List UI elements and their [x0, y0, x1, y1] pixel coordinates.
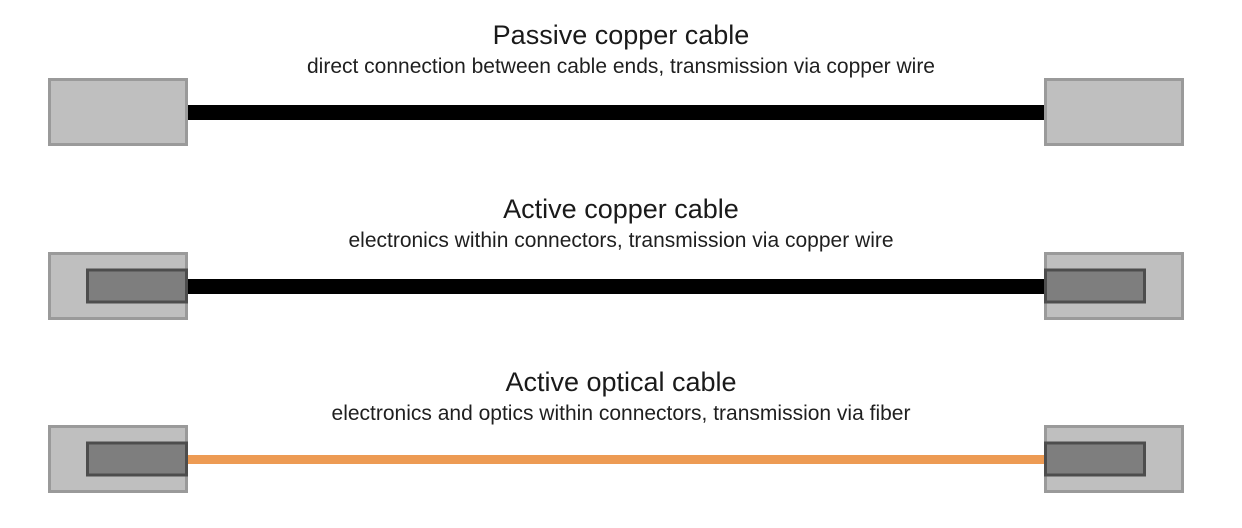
cable-connector-right: [1044, 252, 1184, 320]
cable-connector-left: [48, 425, 188, 493]
cable-diagram-row-passive-copper: Passive copper cable direct connection b…: [0, 0, 1242, 176]
electronics-module: [1044, 268, 1146, 304]
electronics-module: [86, 268, 188, 304]
cable-diagram-row-active-copper: Active copper cable electronics within c…: [0, 174, 1242, 350]
cable-connector-right: [1044, 425, 1184, 493]
cable-type-title: Active optical cable: [505, 367, 737, 397]
cable-line: [188, 278, 1044, 294]
cable-diagram-row-active-optical: Active optical cable electronics and opt…: [0, 347, 1242, 523]
cable-connector-left: [48, 78, 188, 146]
cable-graphic: [0, 424, 1242, 494]
cable-line: [188, 454, 1044, 464]
cable-graphic: [0, 251, 1242, 321]
electronics-module: [1044, 441, 1146, 477]
cable-type-title: Active copper cable: [503, 194, 739, 224]
cable-type-description: electronics and optics within connectors…: [331, 402, 911, 425]
cable-graphic: [0, 77, 1242, 147]
cable-connector-left: [48, 252, 188, 320]
electronics-module: [86, 441, 188, 477]
cable-line: [188, 104, 1044, 120]
cable-connector-right: [1044, 78, 1184, 146]
cable-type-description: electronics within connectors, transmiss…: [348, 229, 894, 252]
cable-type-title: Passive copper cable: [492, 20, 750, 50]
cable-type-description: direct connection between cable ends, tr…: [306, 55, 935, 78]
